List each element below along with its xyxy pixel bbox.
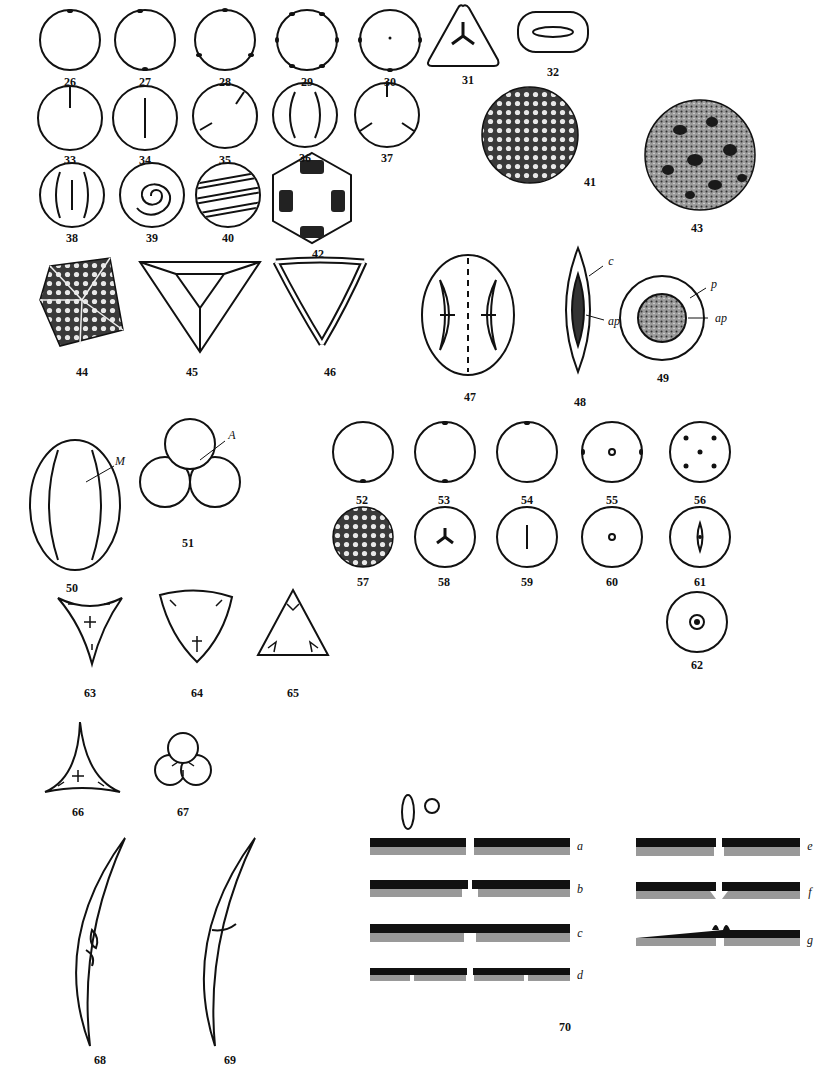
texture-grain (40, 8, 755, 625)
figure-number: 50 (66, 582, 78, 594)
figure-number: 48 (574, 396, 586, 408)
figure-number: 37 (381, 152, 393, 164)
part-letter: a (577, 840, 583, 852)
part-letter: e (807, 840, 812, 852)
figure-number: 57 (357, 576, 369, 588)
figure-number: 62 (691, 659, 703, 671)
figure-number: 30 (384, 76, 396, 88)
figure-number: 61 (694, 576, 706, 588)
figure-number: 41 (584, 176, 596, 188)
wall-section (370, 838, 800, 981)
part-letter: b (577, 883, 583, 895)
figure-number: 54 (521, 494, 533, 506)
figure-number: 44 (76, 366, 88, 378)
figure-number: 47 (464, 391, 476, 403)
figure-number: 49 (657, 372, 669, 384)
figure-number: 58 (438, 576, 450, 588)
figure-number: 65 (287, 687, 299, 699)
figure-number: 70 (559, 1021, 571, 1033)
figure-number: 28 (219, 76, 231, 88)
figure-number: 33 (64, 154, 76, 166)
figure-number: 34 (139, 154, 151, 166)
figure-number: 40 (222, 232, 234, 244)
figure-number: 69 (224, 1054, 236, 1066)
part-letter: ap (608, 315, 620, 327)
part-letter: A (228, 429, 235, 441)
figure-number: 27 (139, 76, 151, 88)
part-letter: c (577, 927, 582, 939)
figure-number: 36 (299, 152, 311, 164)
pollen-grain (30, 5, 730, 1046)
figure-number: 43 (691, 222, 703, 234)
figure-number: 38 (66, 232, 78, 244)
figure-number: 53 (438, 494, 450, 506)
figure-number: 26 (64, 76, 76, 88)
figure-number: 46 (324, 366, 336, 378)
figure-number: 63 (84, 687, 96, 699)
figure-number: 67 (177, 806, 189, 818)
figure-number: 51 (182, 537, 194, 549)
part-letter: p (711, 278, 717, 290)
figure-number: 29 (301, 76, 313, 88)
figure-number: 31 (462, 74, 474, 86)
part-letter: ap (715, 312, 727, 324)
part-letter: d (577, 969, 583, 981)
figure-number: 42 (312, 248, 324, 260)
figure-number: 55 (606, 494, 618, 506)
figure-number: 39 (146, 232, 158, 244)
part-letter: M (115, 455, 125, 467)
figure-number: 45 (186, 366, 198, 378)
figure-number: 64 (191, 687, 203, 699)
figure-number: 59 (521, 576, 533, 588)
part-letter: g (807, 934, 813, 946)
figure-number: 66 (72, 806, 84, 818)
part-letter: f (808, 886, 811, 898)
part-letter: c (608, 255, 613, 267)
figure-number: 68 (94, 1054, 106, 1066)
figure-number: 60 (606, 576, 618, 588)
figure-number: 52 (356, 494, 368, 506)
figure-number: 35 (219, 154, 231, 166)
figure-number: 32 (547, 66, 559, 78)
figure-number: 56 (694, 494, 706, 506)
